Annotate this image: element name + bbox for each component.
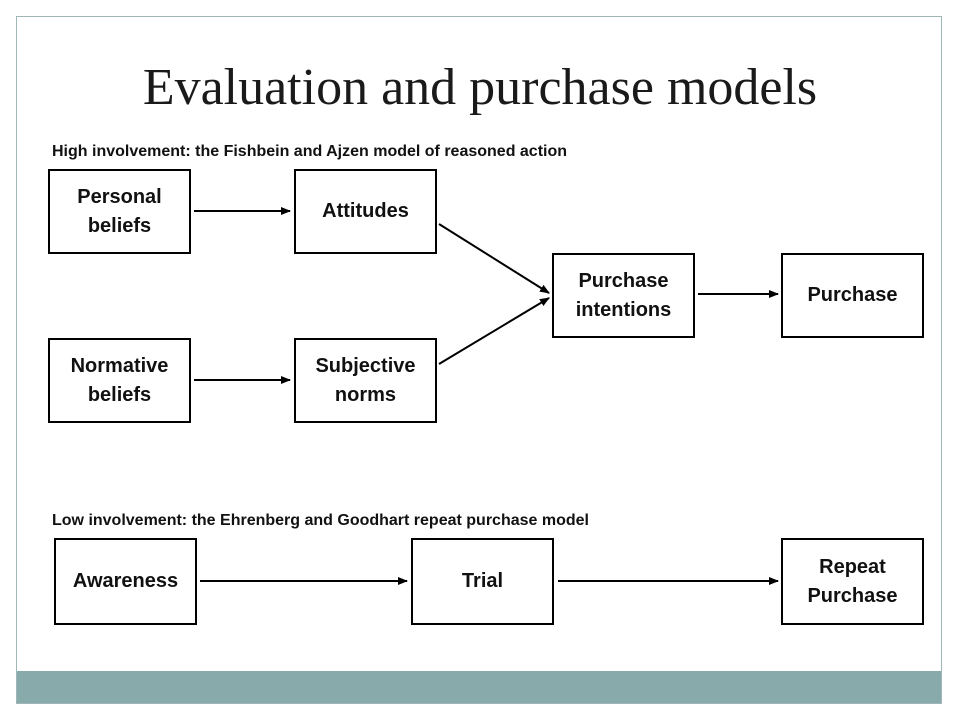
trial-box: Trial [411, 538, 554, 625]
purchase-intentions-box: Purchase intentions [552, 253, 695, 338]
awareness-box: Awareness [54, 538, 197, 625]
low-involvement-label: Low involvement: the Ehrenberg and Goodh… [52, 512, 589, 529]
personal-beliefs-box: Personal beliefs [48, 169, 191, 254]
footer-band [17, 671, 941, 703]
subjective-norms-box: Subjective norms [294, 338, 437, 423]
attitudes-box: Attitudes [294, 169, 437, 254]
normative-beliefs-box: Normative beliefs [48, 338, 191, 423]
high-involvement-label: High involvement: the Fishbein and Ajzen… [52, 143, 568, 160]
repeat-purchase-box: Repeat Purchase [781, 538, 924, 625]
purchase-box: Purchase [781, 253, 924, 338]
slide-title: Evaluation and purchase models [142, 59, 818, 116]
